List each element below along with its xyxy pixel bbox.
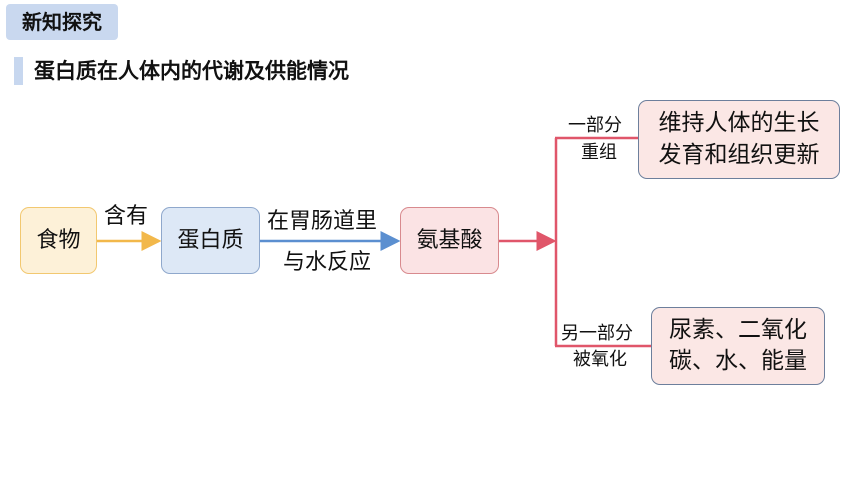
growth-renewal-line2: 发育和组织更新 xyxy=(658,141,820,168)
food-node: 食物 xyxy=(20,207,97,274)
section-tag: 新知探究 xyxy=(6,4,118,40)
title-accent-bar xyxy=(14,57,23,85)
amino-acid-node: 氨基酸 xyxy=(400,207,499,274)
protein-node: 蛋白质 xyxy=(161,207,260,274)
oxidation-products-line2: 碳、水、能量 xyxy=(669,348,807,374)
branch2-label-line1: 另一部分 xyxy=(561,323,633,344)
branch1-label-line2: 重组 xyxy=(581,142,617,163)
branch1-label-line1: 一部分 xyxy=(568,115,622,136)
oxidation-products-line1: 尿素、二氧化 xyxy=(669,316,807,343)
contains-label: 含有 xyxy=(104,204,149,229)
growth-renewal-node: 维持人体的生长 发育和组织更新 xyxy=(638,100,840,179)
branch2-label-line2: 被氧化 xyxy=(573,349,627,370)
growth-renewal-line1: 维持人体的生长 xyxy=(658,110,820,137)
page-title: 蛋白质在人体内的代谢及供能情况 xyxy=(34,59,349,83)
gi-tract-label: 在胃肠道里 xyxy=(267,209,378,234)
oxidation-products-node: 尿素、二氧化 碳、水、能量 xyxy=(651,307,825,385)
react-with-water-label: 与水反应 xyxy=(283,250,372,275)
